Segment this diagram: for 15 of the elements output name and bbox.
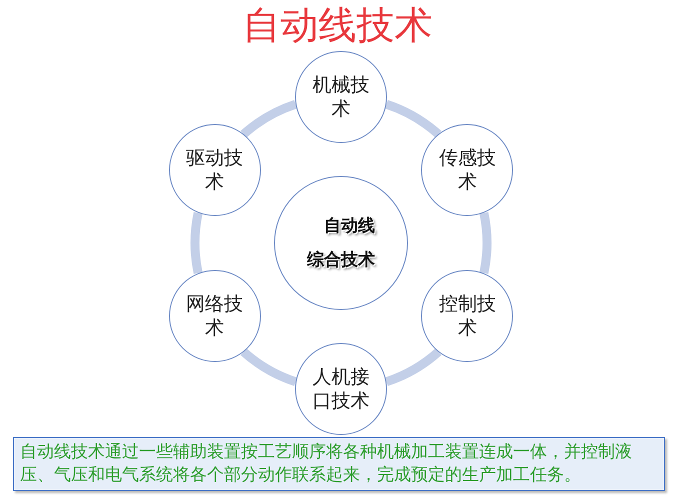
ring-arc — [190, 212, 203, 274]
title: 自动线技术 — [242, 2, 434, 48]
ring-arc — [240, 100, 298, 138]
tech-circle: 机械技术 — [295, 51, 387, 143]
ring-arc — [384, 348, 442, 386]
tech-circle: 人机接口技术 — [295, 343, 387, 435]
ring-arc — [240, 348, 298, 386]
center-circle: 自动线综合技术 — [274, 176, 408, 310]
text-box: 自动线技术通过一些辅助装置按工艺顺序将各种机械加工装置连成一体，并控制液压、气压和电气系统将各个部分动作联系起来，完成预定的生产加工任务。 — [13, 437, 665, 491]
tech-circle: 驱动技术 — [168, 124, 261, 216]
tech-circle: 传感技术 — [421, 124, 514, 216]
ring-arc — [479, 212, 492, 274]
tech-circle: 网络技术 — [168, 270, 261, 362]
ring-arc — [384, 100, 442, 138]
tech-circle: 控制技术 — [421, 270, 514, 362]
